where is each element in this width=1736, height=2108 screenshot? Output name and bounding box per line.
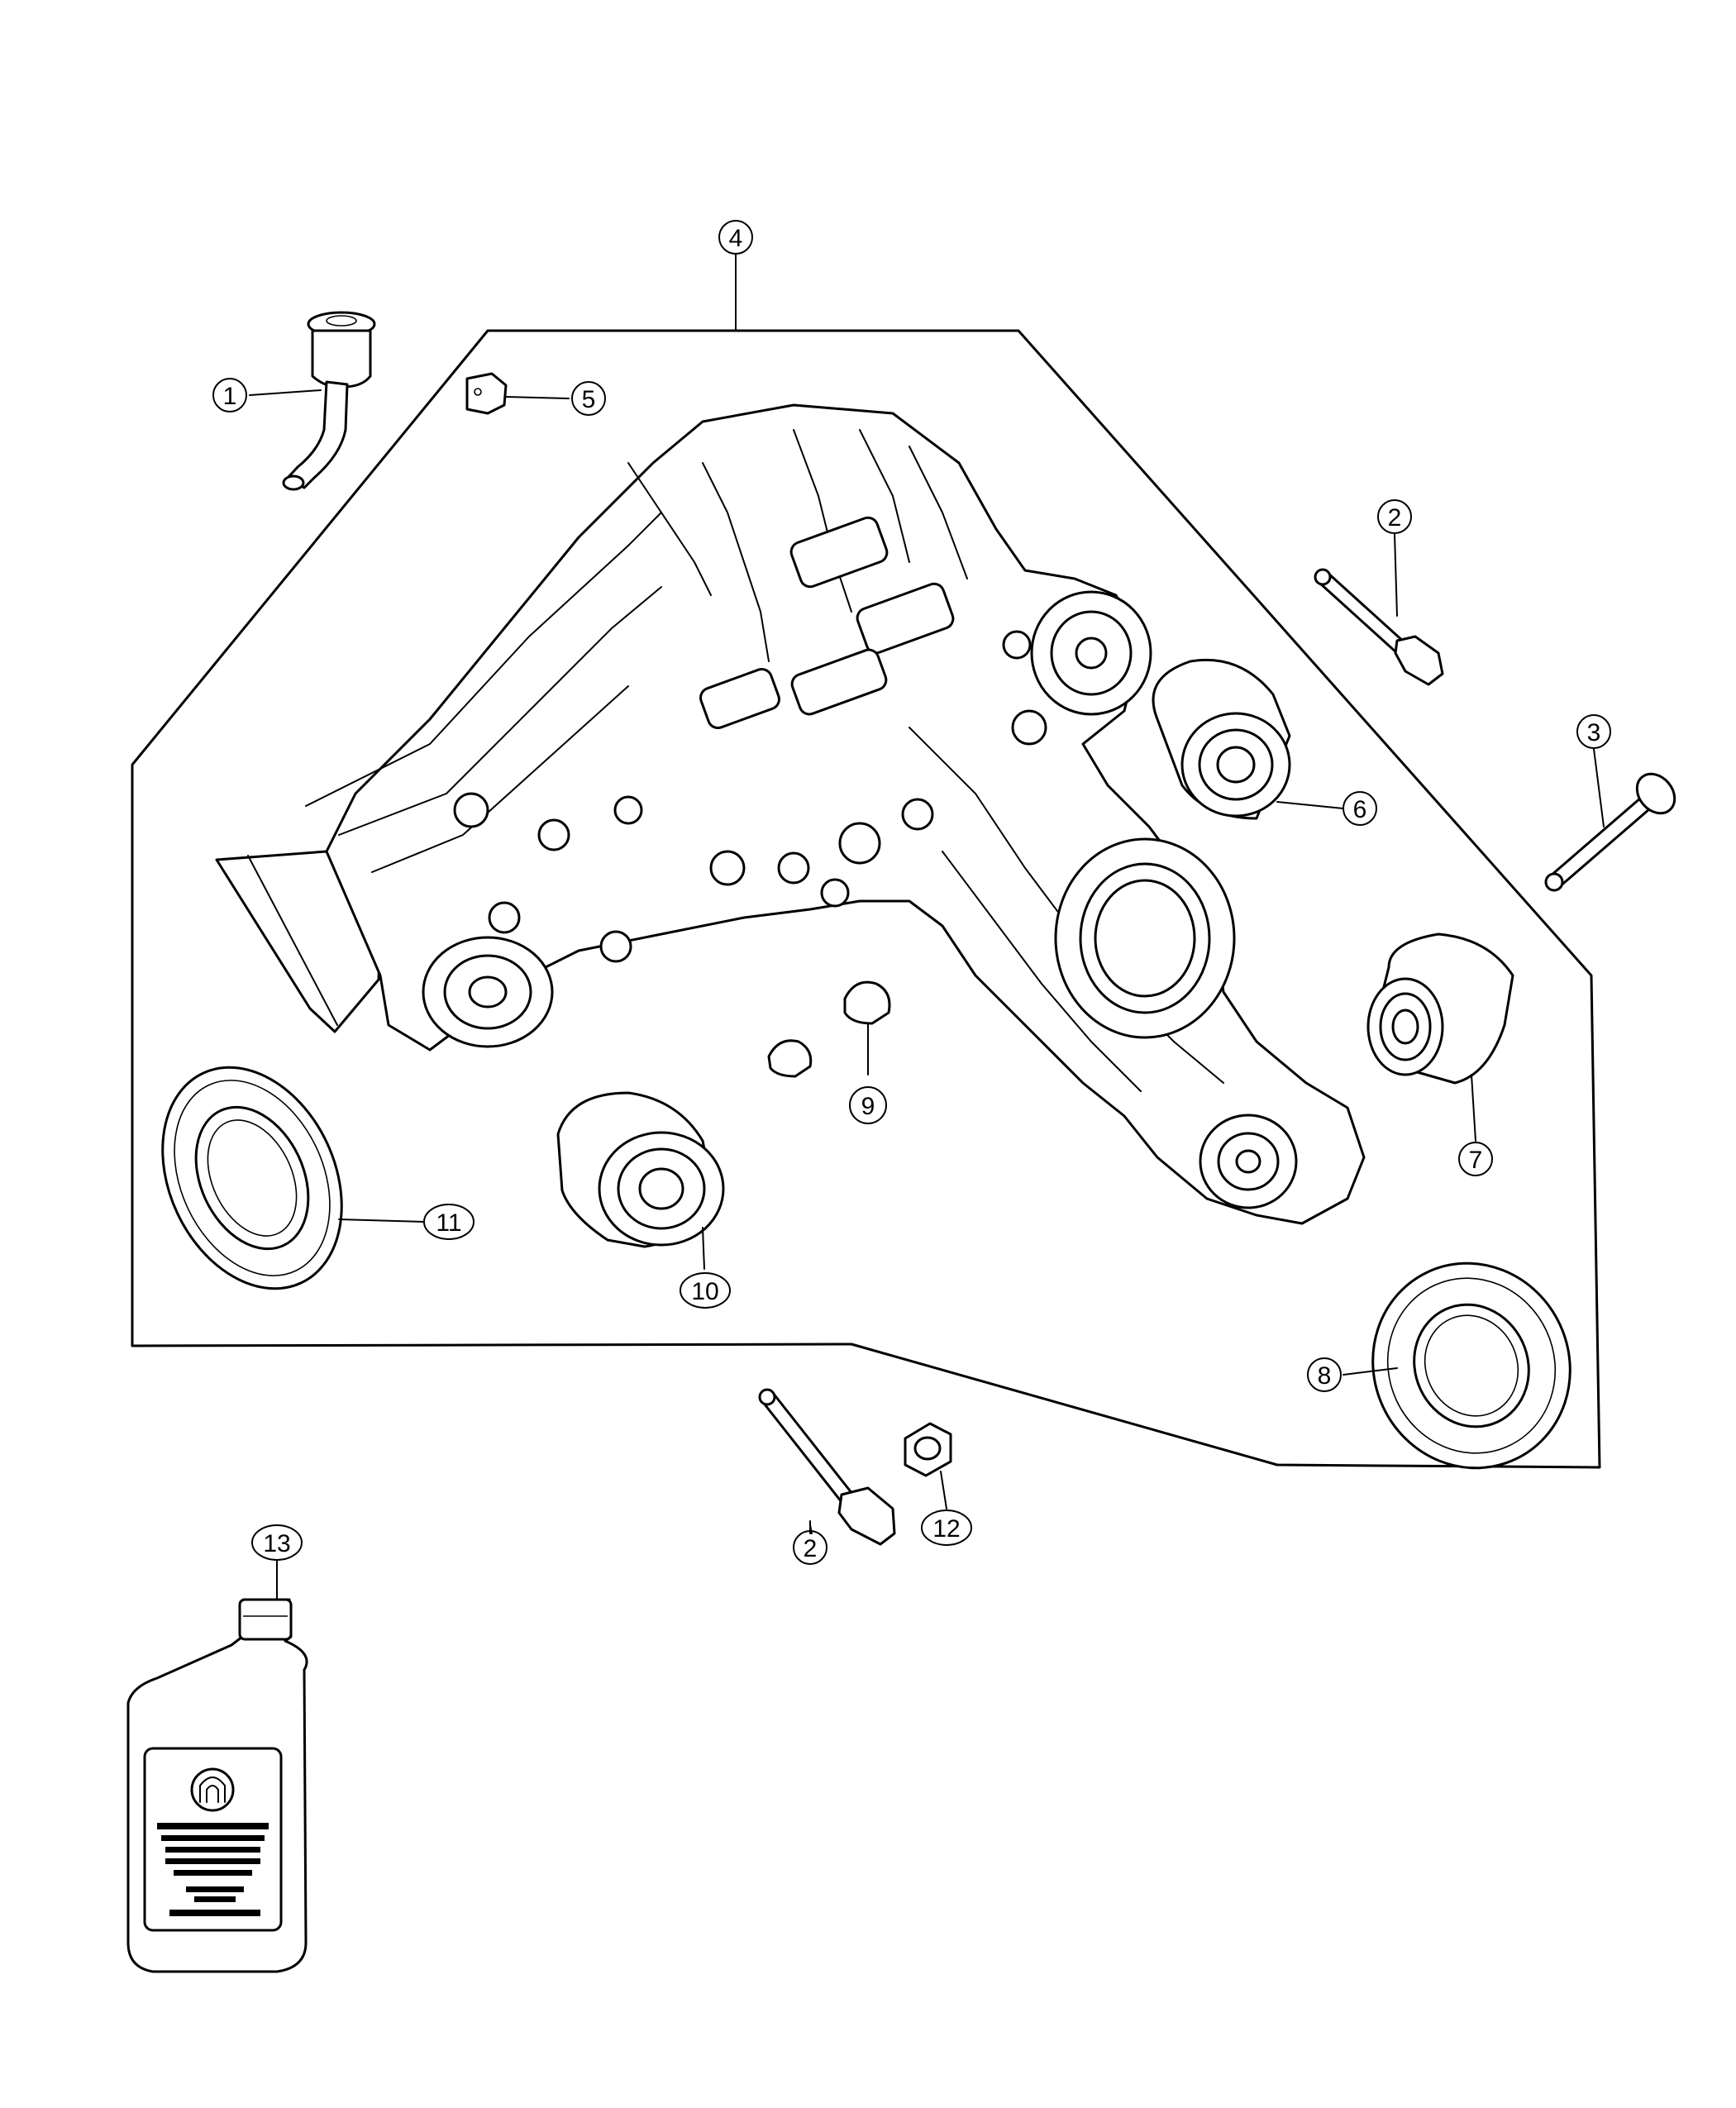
leader-8 — [1343, 1367, 1398, 1376]
svg-text:6: 6 — [1353, 796, 1367, 823]
clip-part — [465, 372, 508, 415]
callout-5: 5 — [571, 381, 606, 416]
svg-text:13: 13 — [263, 1530, 290, 1557]
nut-part-12 — [904, 1422, 952, 1477]
callout-2-lower: 2 — [793, 1530, 827, 1565]
svg-text:5: 5 — [582, 386, 596, 413]
mopar-logo-icon — [190, 1767, 235, 1812]
svg-text:11: 11 — [436, 1209, 461, 1237]
vent-tube-part — [282, 311, 376, 491]
bolt-part-lower — [758, 1388, 896, 1546]
callout-3: 3 — [1576, 714, 1611, 749]
bushing-part-10 — [556, 1091, 725, 1248]
leader-2-upper — [1394, 533, 1398, 617]
callout-11: 11 — [423, 1204, 475, 1240]
svg-text:3: 3 — [1587, 719, 1601, 746]
callout-6: 6 — [1343, 791, 1377, 826]
leader-10 — [702, 1227, 705, 1270]
differential-housing-part — [215, 403, 1366, 1225]
callout-7: 7 — [1458, 1142, 1493, 1176]
callout-1: 1 — [212, 378, 247, 413]
svg-text:8: 8 — [1318, 1362, 1332, 1390]
svg-text:12: 12 — [932, 1515, 960, 1543]
svg-text:1: 1 — [223, 383, 237, 410]
svg-text:4: 4 — [729, 225, 743, 252]
fluid-bottle-part — [126, 1598, 308, 1973]
callout-4: 4 — [718, 220, 753, 255]
callout-12: 12 — [921, 1509, 972, 1546]
svg-text:2: 2 — [1388, 504, 1402, 532]
leader-11 — [338, 1219, 424, 1223]
leader-1 — [249, 389, 322, 396]
bushing-part-6 — [1152, 658, 1291, 820]
leader-12 — [940, 1471, 947, 1509]
callout-9: 9 — [849, 1086, 887, 1124]
leader-5 — [505, 396, 570, 399]
svg-text:10: 10 — [691, 1278, 718, 1305]
bolt-part-3 — [1544, 772, 1676, 892]
bolt-part-upper — [1314, 568, 1444, 686]
seal-part-8 — [1371, 1261, 1571, 1470]
callout-8: 8 — [1307, 1357, 1342, 1392]
leader-7 — [1471, 1074, 1476, 1142]
callout-10: 10 — [680, 1272, 731, 1309]
callout-2-upper: 2 — [1377, 499, 1412, 534]
svg-text:9: 9 — [861, 1093, 875, 1120]
svg-text:7: 7 — [1469, 1147, 1483, 1174]
seal-part-11 — [161, 1066, 343, 1290]
bushing-part-7 — [1366, 932, 1514, 1085]
callout-13: 13 — [251, 1524, 303, 1561]
leader-3 — [1593, 748, 1605, 827]
assembly-outline — [131, 329, 1601, 1469]
plug-part-9 — [767, 980, 891, 1078]
svg-text:2: 2 — [804, 1535, 818, 1562]
leader-6 — [1276, 801, 1344, 809]
